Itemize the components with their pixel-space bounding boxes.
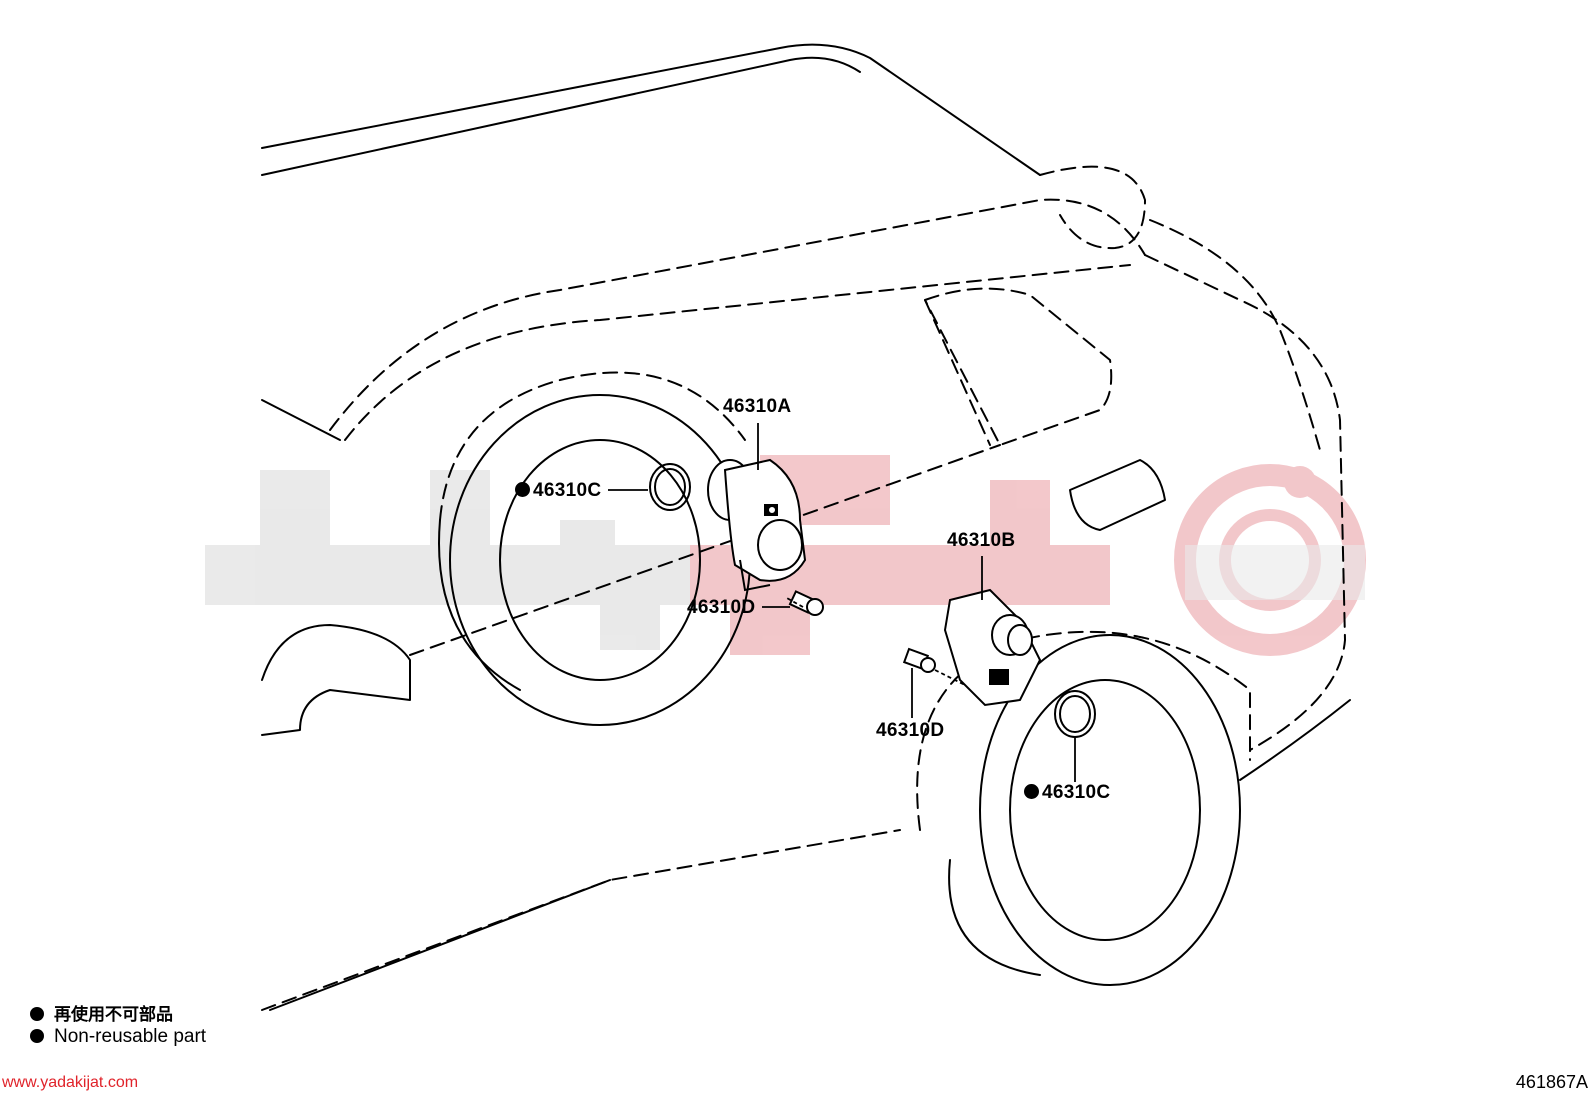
d-pillar: [924, 299, 991, 446]
front-tire-inner: [499, 439, 701, 681]
body-edge-left: [261, 399, 341, 441]
diagram-id: 461867A: [1515, 1072, 1588, 1092]
non-reusable-dot-icon: [515, 482, 530, 497]
leader-lines: [608, 423, 1076, 782]
bolt-right: [902, 647, 936, 673]
callout-46310c-left-text: 46310C: [533, 480, 602, 501]
callout-46310d-right: 46310D: [876, 720, 945, 741]
body-upper-dashed: [329, 198, 1146, 431]
callout-46310a: 46310A: [723, 396, 792, 417]
legend-japanese-text: 再使用不可部品: [54, 1005, 173, 1025]
fuel-door: [1069, 459, 1166, 531]
bolt-left: [788, 590, 824, 616]
roof-line-inner: [261, 56, 861, 176]
rear-bumper-lower: [1239, 699, 1351, 781]
spoiler-outline: [1039, 165, 1146, 250]
rear-hatch-dashed-2: [1149, 219, 1321, 451]
seal-left: [649, 463, 691, 511]
front-fender-shape: [261, 624, 411, 736]
non-reusable-dot-icon: [1024, 784, 1039, 799]
actuator-b: [943, 588, 1042, 707]
watermark-logo: [205, 455, 1366, 656]
front-arch-edge: [438, 519, 521, 691]
rear-tire-inner: [1009, 679, 1201, 941]
beltline-dashed: [344, 264, 1131, 441]
actuator-a: [707, 458, 807, 592]
lower-body-line: [269, 879, 611, 1011]
rear-tire-outer: [979, 634, 1241, 986]
callout-46310b: 46310B: [947, 530, 1016, 551]
lower-body-dashed: [261, 829, 901, 1011]
watermark-url[interactable]: www.yadakijat.com: [2, 1074, 139, 1091]
rear-hatch-dashed: [1144, 254, 1346, 751]
callout-46310c-right: 46310C: [1024, 782, 1110, 804]
roof-line: [261, 43, 1041, 176]
legend-dot-icon: [30, 1007, 44, 1021]
callout-46310c-right-text: 46310C: [1042, 782, 1111, 803]
rear-window-dashed: [924, 287, 1113, 446]
front-wheel-arch-dashed: [439, 371, 746, 521]
legend-row-english: Non-reusable part: [30, 1026, 206, 1048]
callout-46310d-left: 46310D: [687, 597, 756, 618]
sill-dashed: [409, 444, 1001, 656]
rear-arch-lower: [948, 859, 1041, 976]
seal-right: [1054, 690, 1096, 738]
legend-english-text: Non-reusable part: [54, 1026, 207, 1047]
legend-dot-icon: [30, 1029, 44, 1043]
legend-row-japanese: 再使用不可部品: [30, 1000, 173, 1026]
callout-46310c-left: 46310C: [515, 480, 601, 502]
